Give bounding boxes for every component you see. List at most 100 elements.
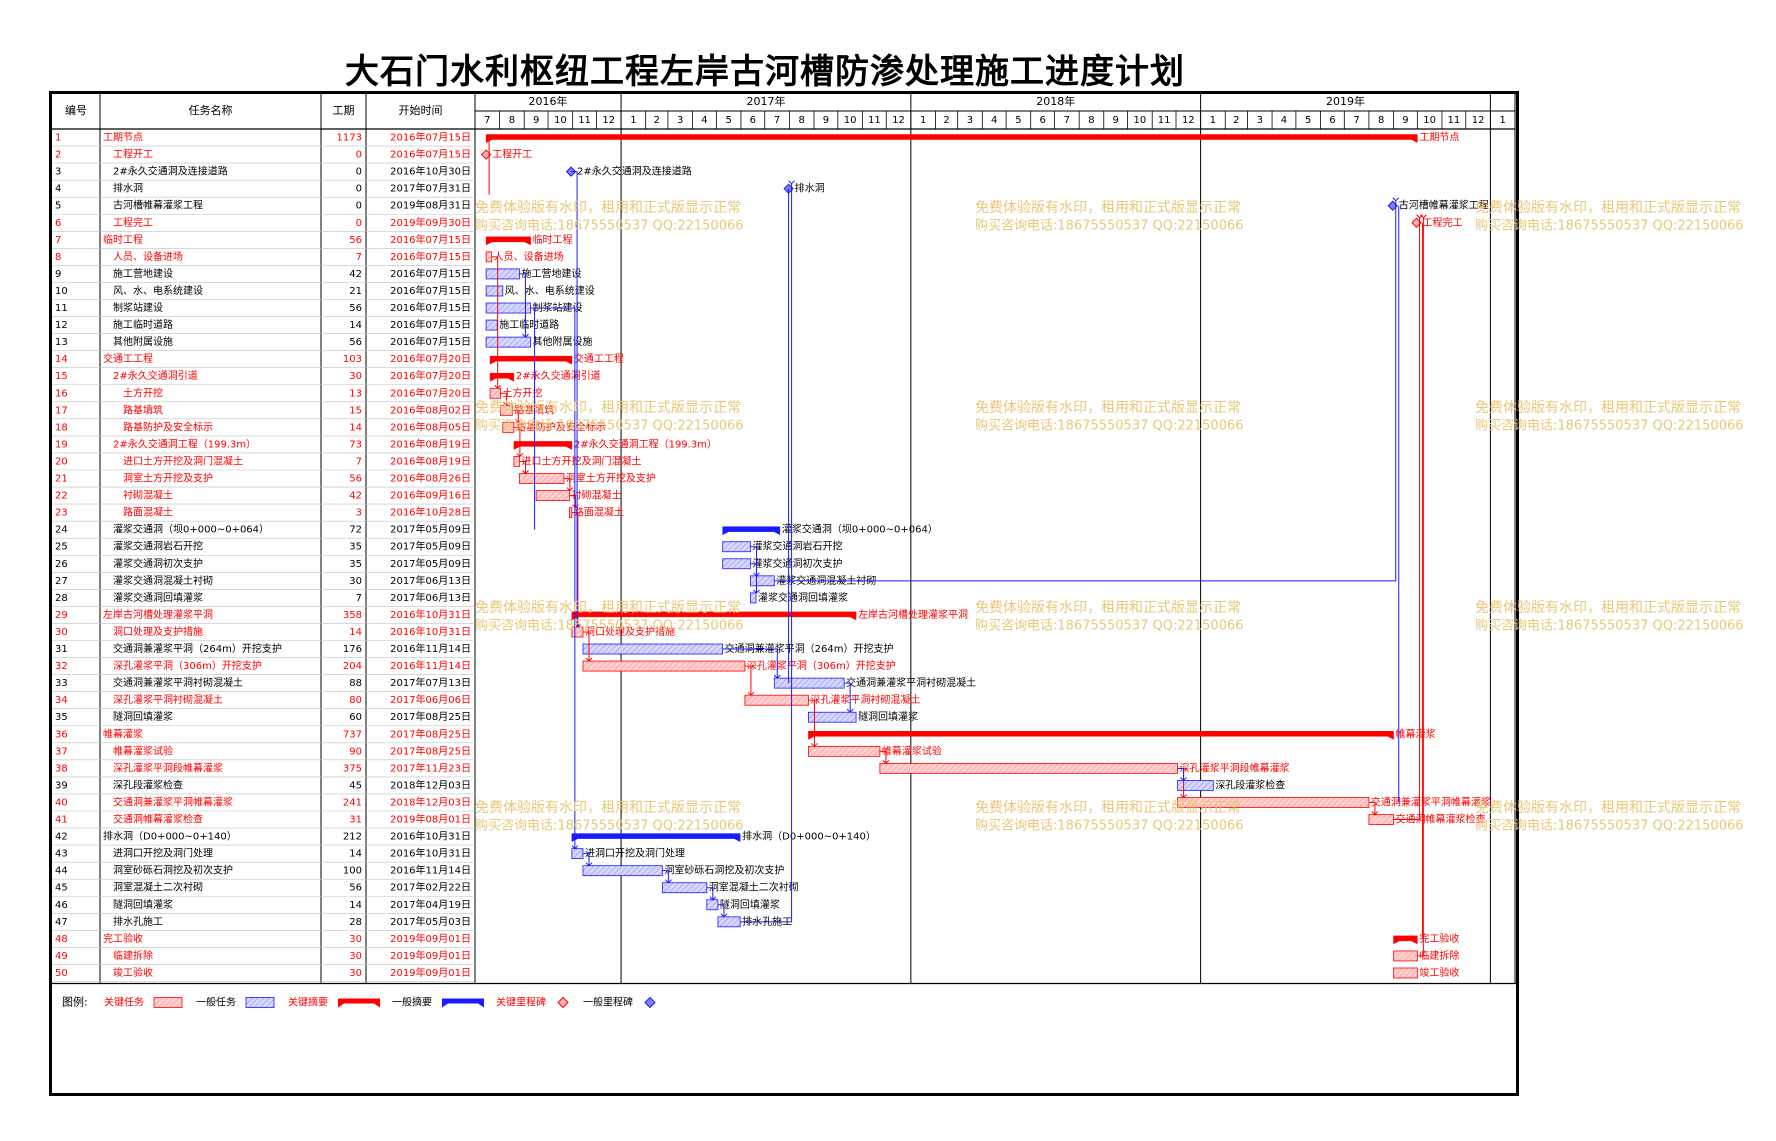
row-id: 49 [55,951,68,962]
row-start: 2016年07月15日 [390,131,471,144]
month-label: 2 [1233,115,1239,126]
bar-label-12: 施工临时道路 [499,318,559,331]
link-line [706,887,714,900]
row-duration: 31 [349,815,362,826]
month-label: 10 [844,115,857,126]
watermark-line1: 免费体验版有水印，租用和正式版显示正常 [1475,400,1741,416]
row-start: 2019年08月31日 [390,199,471,212]
link-arrow [574,623,582,628]
task-bar-34 [744,694,809,706]
row-id: 37 [55,746,68,757]
bar-label-19: 2#永久交通洞工程（199.3m） [574,437,717,450]
legend-swatch-critical-summary [338,998,380,1008]
month-label: 12 [1182,115,1195,126]
month-label: 5 [1305,115,1311,126]
link-arrow [846,708,854,713]
legend-swatch-normal-milestone [644,996,656,1009]
bar-label-34: 深孔灌浆平洞衬砌混凝土 [810,693,920,706]
link-arrow [811,742,818,748]
row-duration: 241 [343,797,362,808]
row-duration: 45 [349,780,362,791]
watermark-line2: 购买咨询电话:18675550537 QQ:22150066 [975,218,1244,234]
task-bar-9 [485,268,520,280]
row-id: 30 [55,627,68,638]
row-start: 2016年09月16日 [390,489,471,502]
row-name: 路基防护及安全标示 [123,420,213,433]
task-bar-38 [879,762,1178,774]
legend-swatch-critical-task [153,997,183,1008]
watermark-line2: 购买咨询电话:18675550537 QQ:22150066 [475,618,744,634]
row-duration: 13 [349,388,362,399]
link-arrow [1180,777,1187,782]
month-label: 7 [1064,115,1070,126]
bar-label-50: 竣工验收 [1419,966,1459,979]
row-start: 2016年07月20日 [390,386,471,399]
row-name: 制浆站建设 [113,301,163,314]
row-start: 2017年07月31日 [390,182,471,195]
link-arrow [573,623,581,628]
link-arrow [571,845,579,850]
task-bar-22 [535,490,570,501]
row-duration: 212 [343,832,362,843]
month-label: 1 [1500,115,1506,126]
chart-frame [49,91,1519,1096]
row-name: 工期节点 [103,132,143,144]
link-line [491,256,499,389]
bar-label-21: 洞室土方开挖及支护 [566,472,656,485]
row-duration: 0 [356,167,362,178]
link-line [1368,801,1376,815]
row-id: 31 [55,644,68,655]
row-duration: 103 [343,354,362,365]
summary-bar-1 [485,134,1418,143]
row-duration: 42 [349,269,362,280]
watermark-line2: 购买咨询电话:18675550537 QQ:22150066 [975,618,1244,634]
bar-label-32: 深孔灌浆平洞（306m）开挖支护 [747,659,896,672]
bar-label-46: 隧洞回填灌浆 [720,898,780,911]
row-duration: 56 [349,883,362,894]
task-bar-45 [661,882,708,894]
month-label: 1 [1210,115,1216,126]
bar-label-41: 交通洞帷幕灌浆检查 [1396,813,1486,826]
row-name: 工程完工 [113,216,153,229]
link-arrow [585,862,593,867]
task-bar-11 [485,302,531,314]
bar-label-44: 洞室砂砾石洞挖及初次支护 [664,864,784,877]
row-name: 古河槽帷幕灌浆工程 [113,199,203,212]
row-id: 13 [55,337,68,348]
row-start: 2016年10月31日 [390,847,471,860]
row-id: 23 [55,508,68,519]
link-arrow [720,913,728,918]
month-label: 3 [967,115,973,126]
row-start: 2017年05月09日 [390,523,471,536]
row-id: 26 [55,559,68,570]
task-bar-47 [717,916,741,928]
watermark-line1: 免费体验版有水印，租用和正式版显示正常 [475,600,741,616]
row-duration: 737 [343,729,362,740]
row-name: 灌浆交通洞初次支护 [113,557,203,570]
link-line [717,904,725,917]
link-arrow [516,453,524,458]
month-label: 9 [823,115,829,126]
link-line [563,478,571,491]
watermark-line2: 购买咨询电话:18675550537 QQ:22150066 [975,818,1244,834]
bar-label-18: 路基防护及安全标示 [516,420,606,433]
row-id: 19 [55,439,68,450]
row-start: 2016年10月31日 [390,625,471,638]
row-name: 帷幕灌浆 [103,727,143,740]
row-name: 深孔灌浆平洞衬砌混凝土 [113,693,223,706]
legend-label: 一般里程碑 [583,996,633,1009]
row-name: 人员、设备进场 [113,250,183,263]
row-id: 5 [55,201,61,212]
task-bar-13 [485,336,531,348]
month-label: 10 [1423,115,1436,126]
link-line [744,665,752,696]
month-label: 7 [774,115,780,126]
row-start: 2017年08月25日 [390,744,471,757]
row-id: 33 [55,678,68,689]
row-id: 40 [55,797,68,808]
link-line [569,495,576,508]
watermark-line1: 免费体验版有水印，租用和正式版显示正常 [975,200,1241,216]
row-name: 工程开工 [113,149,153,161]
row-start: 2017年06月06日 [390,693,471,706]
